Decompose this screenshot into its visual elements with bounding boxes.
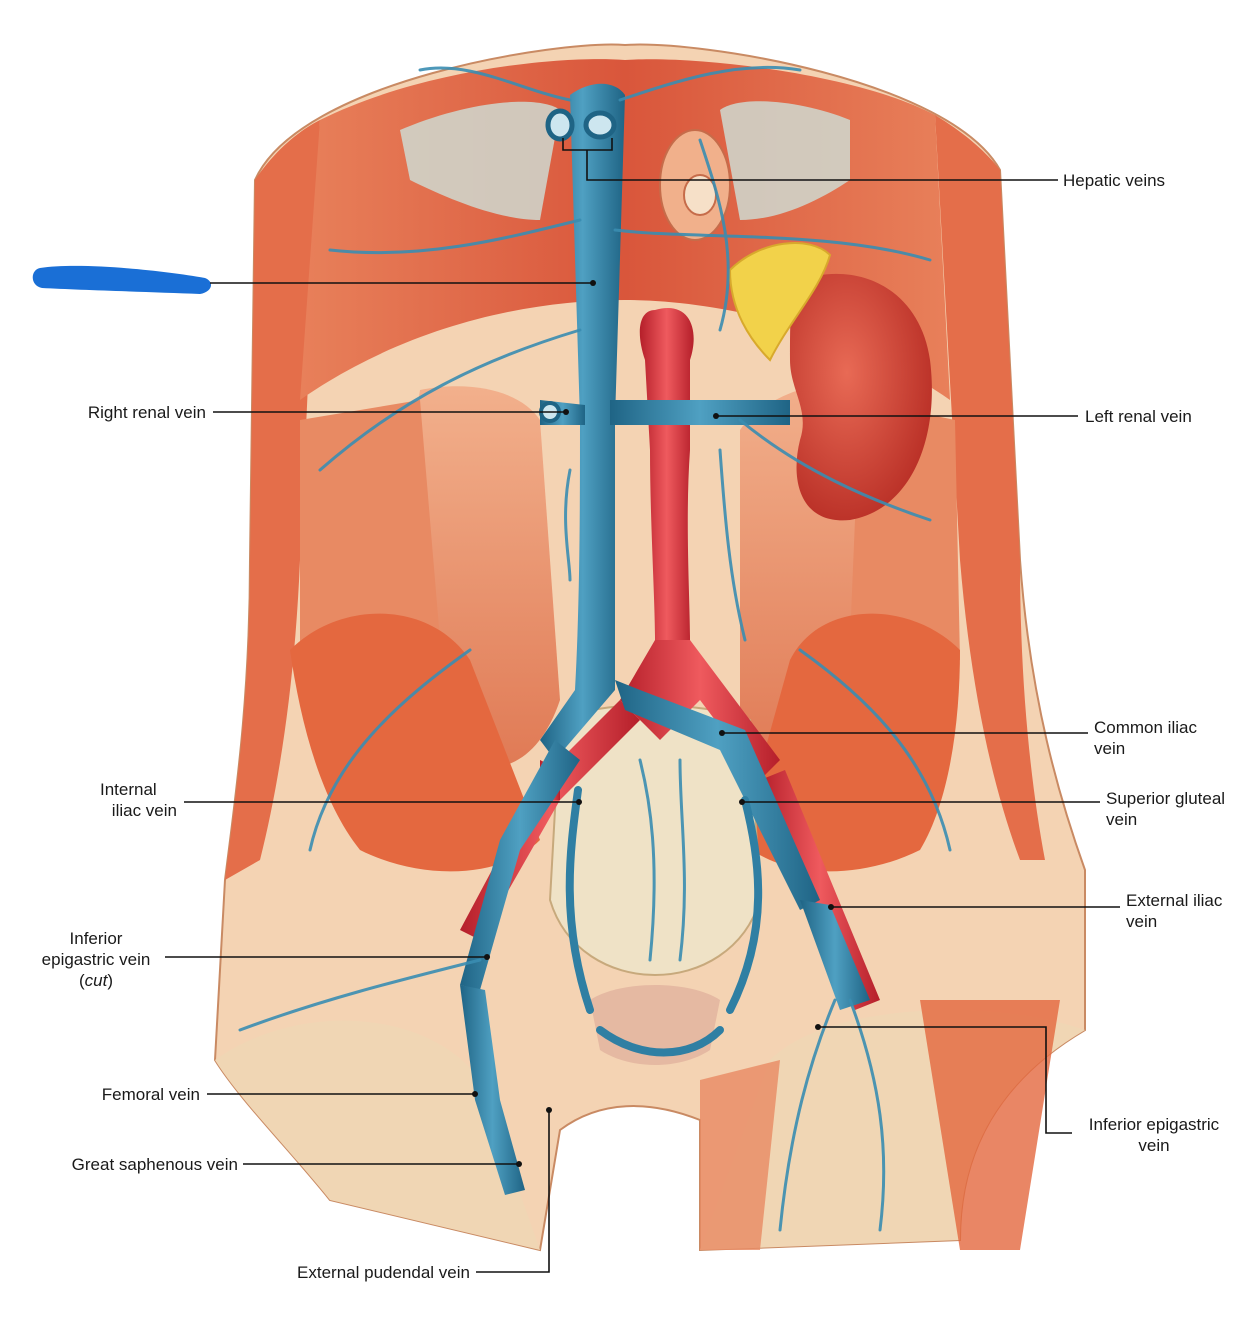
leader-lines — [165, 138, 1120, 1273]
hepatic-vein-opening — [545, 108, 575, 142]
leader-inferior-epigastric-vein — [818, 1026, 1072, 1134]
leader-dots — [472, 280, 834, 1167]
label-line: Inferior epigastric — [1088, 1115, 1220, 1134]
label-left-renal-vein: Left renal vein — [1085, 407, 1192, 426]
label-external-pudendal-vein: External pudendal vein — [297, 1263, 470, 1282]
label-inferior-epigastric-vein-cut: Inferior epigastric vein (cut) — [28, 928, 164, 991]
adrenal-gland — [728, 242, 832, 362]
label-line: Superior gluteal — [1106, 789, 1226, 808]
label-line: Common iliac — [1094, 718, 1197, 737]
label-right-renal-vein: Right renal vein — [87, 403, 206, 422]
label-line: vein — [1094, 739, 1126, 758]
label-external-iliac-vein: External iliac vein — [1126, 890, 1222, 932]
label-hepatic-veins: Hepatic veins — [1063, 171, 1166, 190]
cut-italic: cut — [84, 971, 108, 990]
leader-hepatic-veins-2 — [586, 150, 1058, 181]
label-great-saphenous-vein: Great saphenous vein — [71, 1155, 238, 1174]
label-superior-gluteal-vein: Superior gluteal vein — [1106, 788, 1225, 830]
label-line: Inferior — [69, 929, 123, 948]
hepatic-vein-opening — [583, 110, 617, 140]
label-line: External iliac — [1126, 891, 1223, 910]
left-kidney — [790, 273, 932, 521]
redaction-mark — [32, 265, 212, 294]
esophagus-opening — [659, 129, 731, 241]
label-internal-iliac-vein: Internal iliac vein — [70, 779, 177, 821]
label-line: iliac vein — [111, 801, 177, 820]
label-femoral-vein: Femoral vein — [101, 1085, 200, 1104]
paren-close: ) — [107, 971, 114, 990]
label-line-cut: (cut) — [28, 970, 164, 991]
label-inferior-epigastric-vein: Inferior epigastric vein — [1074, 1114, 1234, 1156]
paren-open: ( — [78, 971, 85, 990]
leader-external-pudendal-vein — [476, 1110, 550, 1273]
label-line: Internal — [100, 780, 157, 799]
label-line: vein — [1106, 810, 1138, 829]
label-line: vein — [1138, 1136, 1170, 1155]
veins — [238, 65, 952, 1232]
label-common-iliac-vein: Common iliac vein — [1094, 717, 1197, 759]
label-line: vein — [1126, 912, 1158, 931]
label-line: epigastric vein — [41, 950, 151, 969]
body-wall — [213, 43, 1086, 1252]
